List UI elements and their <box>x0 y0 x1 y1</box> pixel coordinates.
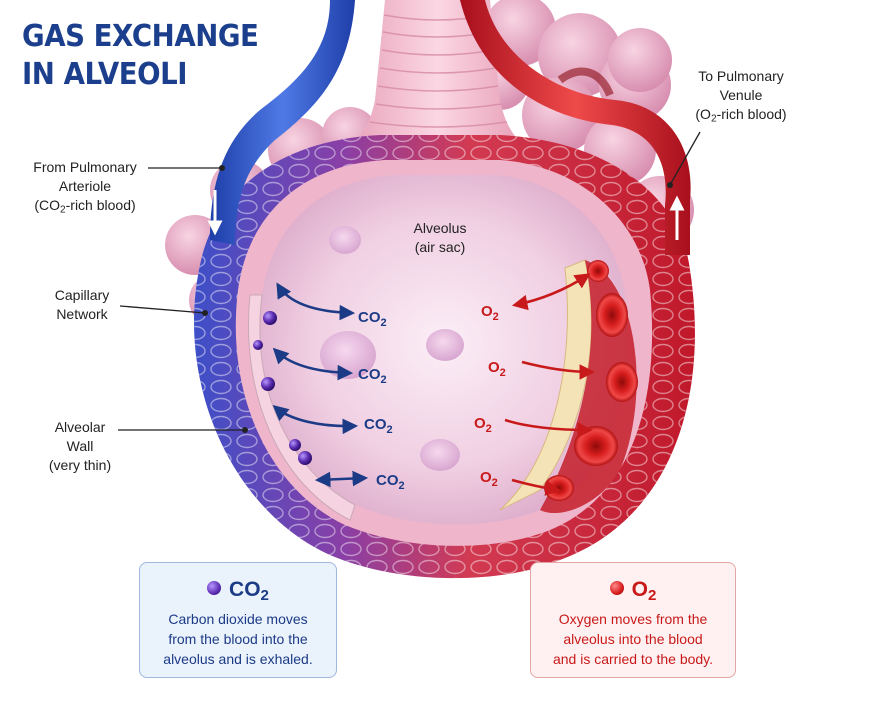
callout-alveolar-wall: Alveolar Wall (very thin) <box>48 419 112 473</box>
leader-dot-arteriole <box>219 165 225 171</box>
co2-label-3: CO2 <box>364 416 393 436</box>
leader-dot-wall <box>242 427 248 433</box>
o2-label-4: O2 <box>480 469 498 489</box>
callout-capillary-network: Capillary Network <box>54 287 110 322</box>
co2-molecule-icon <box>207 581 222 595</box>
leader-capillary <box>119 305 206 314</box>
o2-label-3: O2 <box>474 415 492 435</box>
co2-label-1: CO2 <box>358 309 387 329</box>
co2-label-2: CO2 <box>358 366 387 386</box>
co2-molecules <box>253 311 312 465</box>
callout-pulmonary-arteriole: From Pulmonary Arteriole (CO2-rich blood… <box>33 159 137 216</box>
leader-venule <box>669 131 701 186</box>
leader-dot-capillary <box>202 310 208 316</box>
o2-label-1: O2 <box>481 303 499 323</box>
venule-branch <box>557 67 614 97</box>
callout-pulmonary-venule: To Pulmonary Venule (O2-rich blood) <box>695 68 787 125</box>
co2-label-4: CO2 <box>376 472 405 492</box>
co2-diffusion-arrows <box>272 282 369 488</box>
title-line-1: GAS EXCHANGE <box>22 19 259 54</box>
legend-co2-description: Carbon dioxide moves from the blood into… <box>163 611 313 667</box>
pulmonary-arteriole <box>210 0 355 245</box>
o2-labels: O2 O2 O2 O2 <box>474 303 506 489</box>
legend-co2: CO2 Carbon dioxide moves from the blood … <box>139 562 337 678</box>
legend-o2: O2 Oxygen moves from the alveolus into t… <box>530 562 736 678</box>
o2-diffusion-arrows <box>504 273 596 496</box>
legend-o2-description: Oxygen moves from the alveolus into the … <box>552 611 714 667</box>
wall-cross-section-right <box>499 259 592 511</box>
o2-label-2: O2 <box>488 359 506 379</box>
legend-o2-heading: O2 <box>531 575 735 605</box>
o2-molecule-icon <box>609 581 624 595</box>
pulmonary-venule <box>460 0 691 255</box>
diagram-title: GAS EXCHANGE IN ALVEOLI <box>22 18 259 94</box>
co2-labels: CO2 CO2 CO2 CO2 <box>358 309 405 492</box>
title-line-2: IN ALVEOLI <box>22 57 188 92</box>
legend-co2-heading: CO2 <box>140 575 336 605</box>
leader-lines <box>118 131 701 431</box>
callout-alveolus: Alveolus (air sac) <box>413 220 467 255</box>
leader-dot-venule <box>667 182 673 188</box>
